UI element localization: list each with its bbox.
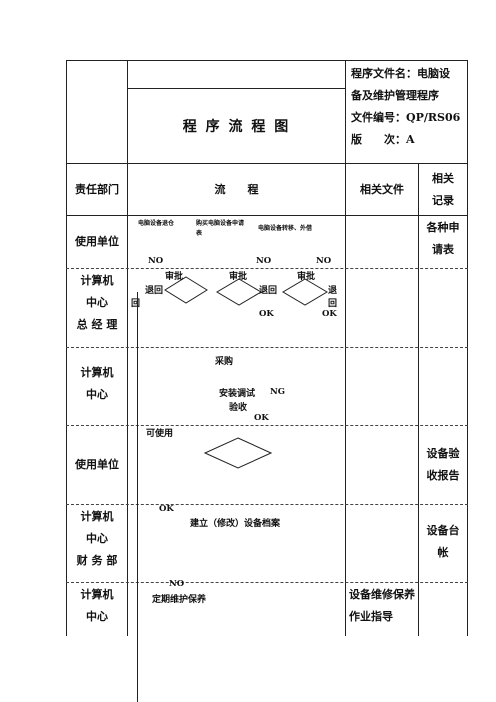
col-header-dept-label: 责任部门 <box>75 182 119 196</box>
record-row-5-label: 设备台帐 <box>426 524 460 559</box>
flow-no-4: NO <box>169 579 185 589</box>
dept-row-5-line-1: 计算机 <box>80 510 114 523</box>
flow-build-archive: 建立（修改）设备档案 <box>190 517 320 532</box>
dept-row-4-label: 使用单位 <box>75 458 119 471</box>
divider-flow <box>345 60 346 636</box>
flow-ok-3: OK <box>254 413 269 423</box>
flow-purchase: 采购 <box>215 357 234 367</box>
dept-row-2-line-1: 计算机 <box>80 274 114 287</box>
page-title: 程 序 流 程 图 <box>128 89 345 163</box>
col-header-flow: 流 程 <box>128 164 345 215</box>
flow-connector-line <box>137 292 138 702</box>
row-separator <box>66 425 468 426</box>
flow-no-2: NO <box>256 256 272 266</box>
dept-row-4: 使用单位 <box>67 426 127 504</box>
divider-dept <box>127 60 128 636</box>
flow-ok-4: OK <box>159 504 174 514</box>
col-header-records-label: 相关记录 <box>432 171 454 207</box>
flow-no-3: NO <box>316 256 332 266</box>
dept-row-1: 使用单位 <box>67 216 127 268</box>
flow-request-transfer-label: 电脑设备转移、外借 <box>258 225 313 232</box>
dept-row-5-line-3: 财 务 部 <box>76 554 118 567</box>
dept-row-6-line-1: 计算机 <box>80 588 114 601</box>
row-separator <box>66 582 468 583</box>
flow-return-2: 退回 <box>259 286 278 296</box>
record-row-1-label: 各种申请表 <box>426 221 460 256</box>
col-header-records: 相关记录 <box>419 164 467 215</box>
flow-request-purchase: 购买电脑设备申请表 <box>196 219 248 239</box>
flow-approve-2: 审批 <box>229 272 248 282</box>
col-header-docs: 相关文件 <box>346 164 418 215</box>
col-header-dept: 责任部门 <box>67 164 127 215</box>
flow-build-archive-label: 建立（修改）设备档案 <box>190 519 281 529</box>
flow-ok-1: OK <box>259 309 274 319</box>
dept-row-1-label: 使用单位 <box>75 235 119 248</box>
table-header-bottom <box>66 163 468 164</box>
row-separator <box>66 504 468 505</box>
record-row-1: 各种申请表 <box>422 217 464 261</box>
table-colheader-bottom <box>66 215 468 216</box>
record-row-4-label: 设备验收报告 <box>426 447 460 482</box>
dept-row-3-line-1: 计算机 <box>80 366 114 379</box>
approval-diamond-1 <box>164 276 208 304</box>
col-header-docs-label: 相关文件 <box>360 182 404 196</box>
table-border-left <box>66 60 67 636</box>
doc-row-6: 设备维修保养作业指导 <box>349 584 417 628</box>
dept-row-5-line-2: 中心 <box>86 532 108 545</box>
flow-maintain: 定期维护保养 <box>152 595 207 605</box>
row-separator <box>66 268 468 269</box>
dept-row-2-line-2: 中心 <box>86 296 108 309</box>
dept-row-6: 计算机 中心 <box>67 584 127 628</box>
doc-info-line-2: 备及维护管理程序 <box>351 89 439 102</box>
flow-request-transfer: 电脑设备转移、外借 <box>258 224 348 234</box>
flow-request-return: 电脑设备退仓 <box>138 219 178 229</box>
dept-row-3: 计算机 中心 <box>67 362 127 406</box>
dept-row-2-line-3: 总 经 理 <box>76 318 118 331</box>
flow-return-3: 退回 <box>328 286 338 309</box>
col-header-flow-label: 流 程 <box>214 182 259 196</box>
dept-row-5: 计算机 中心 财 务 部 <box>67 506 127 572</box>
doc-info-line-1: 程序文件名：电脑设 <box>351 67 450 80</box>
doc-info-line-3: 文件编号：QP/RS06 <box>351 111 461 124</box>
record-row-5: 设备台帐 <box>422 520 464 564</box>
dept-row-2: 计算机 中心 总 经 理 <box>67 270 127 336</box>
approval-diamond-2 <box>216 278 262 306</box>
approval-diamond-3 <box>282 278 328 306</box>
dept-row-6-line-2: 中心 <box>86 610 108 623</box>
acceptance-diamond <box>204 437 272 469</box>
flow-ng: NG <box>270 387 286 397</box>
header-title-top <box>127 88 345 89</box>
page-title-text: 程 序 流 程 图 <box>182 119 291 135</box>
flow-return-wrap: 回 <box>131 299 141 309</box>
divider-records <box>418 163 419 636</box>
flow-ok-2: OK <box>322 309 337 319</box>
table-border-right <box>467 60 468 636</box>
flow-install: 安装调试 <box>219 389 256 399</box>
doc-info-line-4: 版 次：A <box>351 133 415 146</box>
record-row-4: 设备验收报告 <box>422 443 464 487</box>
row-separator <box>66 347 468 348</box>
flow-request-return-label: 电脑设备退仓 <box>138 220 175 227</box>
flow-request-purchase-label: 购买电脑设备申请表 <box>196 220 245 237</box>
flow-usable: 可使用 <box>146 429 174 439</box>
dept-row-3-line-2: 中心 <box>86 388 108 401</box>
flow-approve-1: 审批 <box>165 272 184 282</box>
flow-approve-3: 审批 <box>297 272 316 282</box>
flow-return-1: 退回 <box>145 286 164 296</box>
doc-row-6-label: 设备维修保养作业指导 <box>349 588 415 623</box>
flow-accept: 验收 <box>229 403 248 413</box>
table-border-top <box>66 60 468 61</box>
document-info: 程序文件名：电脑设 备及维护管理程序 文件编号：QP/RS06 版 次：A <box>351 63 467 151</box>
flow-no-1: NO <box>148 256 164 266</box>
